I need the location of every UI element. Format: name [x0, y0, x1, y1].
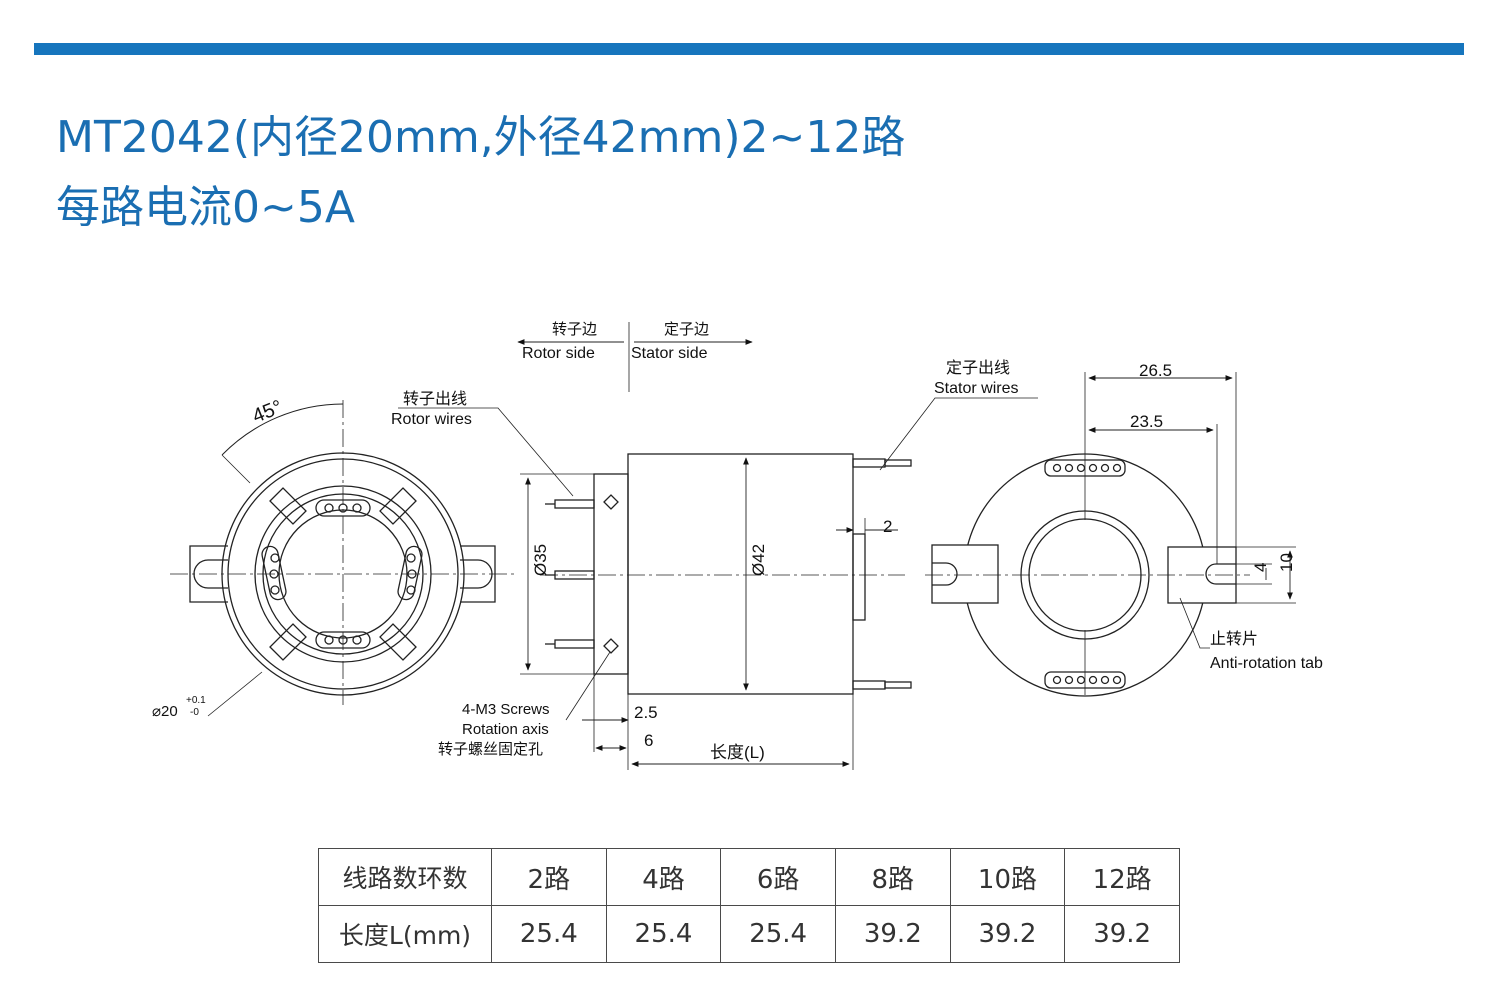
table-cell: 2路 [491, 848, 607, 906]
stator-end-view [925, 372, 1296, 697]
table-cell: 25.4 [720, 905, 836, 963]
angle-label: 45° [249, 396, 285, 428]
header-accent-bar [34, 43, 1464, 55]
table-cell: 8路 [834, 848, 951, 906]
table-cell: 12路 [1064, 848, 1180, 906]
stator-wires-en: Stator wires [934, 380, 1018, 397]
table-cell: 4路 [605, 848, 722, 906]
dim-23-5-label: 23.5 [1130, 412, 1163, 431]
bore-diameter-label: ⌀20 [152, 703, 178, 720]
table-cell: 39.2 [834, 905, 951, 963]
flange-diameter-label: Ø35 [531, 544, 550, 576]
rotor-side-cn: 转子边 [552, 321, 597, 338]
dim-2-5-label: 2.5 [634, 703, 658, 722]
row-label-circuits: 线路数环数 [318, 848, 492, 906]
rotor-end-view [170, 400, 515, 717]
table-cell: 39.2 [1064, 905, 1180, 963]
spec-table: 线路数环数 2路 4路 6路 8路 10路 12路 长度L(mm) 25.4 2… [318, 848, 1180, 963]
rotor-side-en: Rotor side [522, 345, 595, 362]
rotor-wires-en: Rotor wires [391, 411, 472, 428]
table-cell: 25.4 [491, 905, 607, 963]
body-diameter-label: Ø42 [749, 544, 768, 576]
bore-tolerance-lower: -0 [190, 707, 199, 718]
dim-10-label: 10 [1277, 553, 1296, 572]
product-subtitle: 每路电流0~5A [56, 182, 355, 233]
table-row-length: 长度L(mm) 25.4 25.4 25.4 39.2 39.2 39.2 [318, 905, 1180, 963]
rotor-wires-cn: 转子出线 [403, 390, 467, 408]
dim-2-label: 2 [883, 517, 892, 536]
dim-4-label: 4 [1251, 563, 1270, 572]
dim-26-5-label: 26.5 [1139, 361, 1172, 380]
stator-side-en: Stator side [631, 345, 708, 362]
side-view [398, 322, 1038, 770]
product-title: MT2042(内径20mm,外径42mm)2~12路 [56, 112, 906, 163]
screws-label-3: 转子螺丝固定孔 [438, 741, 543, 758]
anti-rotation-en: Anti-rotation tab [1210, 655, 1323, 672]
table-cell: 39.2 [949, 905, 1066, 963]
table-row-circuits: 线路数环数 2路 4路 6路 8路 10路 12路 [318, 848, 1180, 906]
table-cell: 10路 [949, 848, 1066, 906]
length-label: 长度(L) [710, 743, 765, 762]
table-cell: 25.4 [605, 905, 722, 963]
dim-6-label: 6 [644, 731, 653, 750]
stator-wires-cn: 定子出线 [946, 359, 1010, 377]
stator-side-cn: 定子边 [664, 321, 709, 338]
screws-label-1: 4-M3 Screws [462, 701, 550, 718]
table-cell: 6路 [720, 848, 836, 906]
bore-tolerance-upper: +0.1 [186, 695, 206, 706]
screws-label-2: Rotation axis [462, 721, 549, 738]
row-label-length: 长度L(mm) [318, 905, 492, 963]
anti-rotation-cn: 止转片 [1210, 630, 1258, 648]
